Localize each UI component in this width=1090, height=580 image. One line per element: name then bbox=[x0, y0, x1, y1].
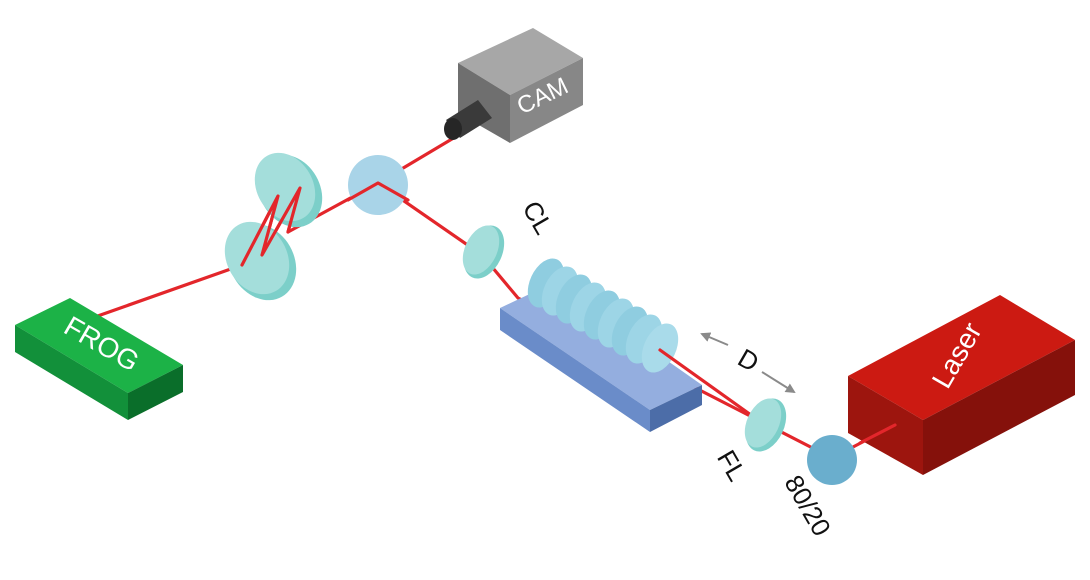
mirror-bottom bbox=[224, 221, 297, 301]
camera: CAM bbox=[444, 28, 583, 143]
distance-label: D bbox=[733, 343, 764, 378]
fl-label: FL bbox=[711, 445, 752, 486]
distance-arrow bbox=[700, 332, 796, 394]
beam-splitter-cube bbox=[348, 155, 408, 215]
plate-stack bbox=[527, 258, 679, 373]
focusing-lens bbox=[744, 398, 787, 452]
cl-label: CL bbox=[516, 196, 559, 240]
cylindrical-lens bbox=[462, 225, 505, 279]
frog-box: FROG bbox=[15, 298, 183, 420]
splitter-80-20 bbox=[807, 435, 857, 485]
laser-box: Laser bbox=[848, 295, 1075, 475]
